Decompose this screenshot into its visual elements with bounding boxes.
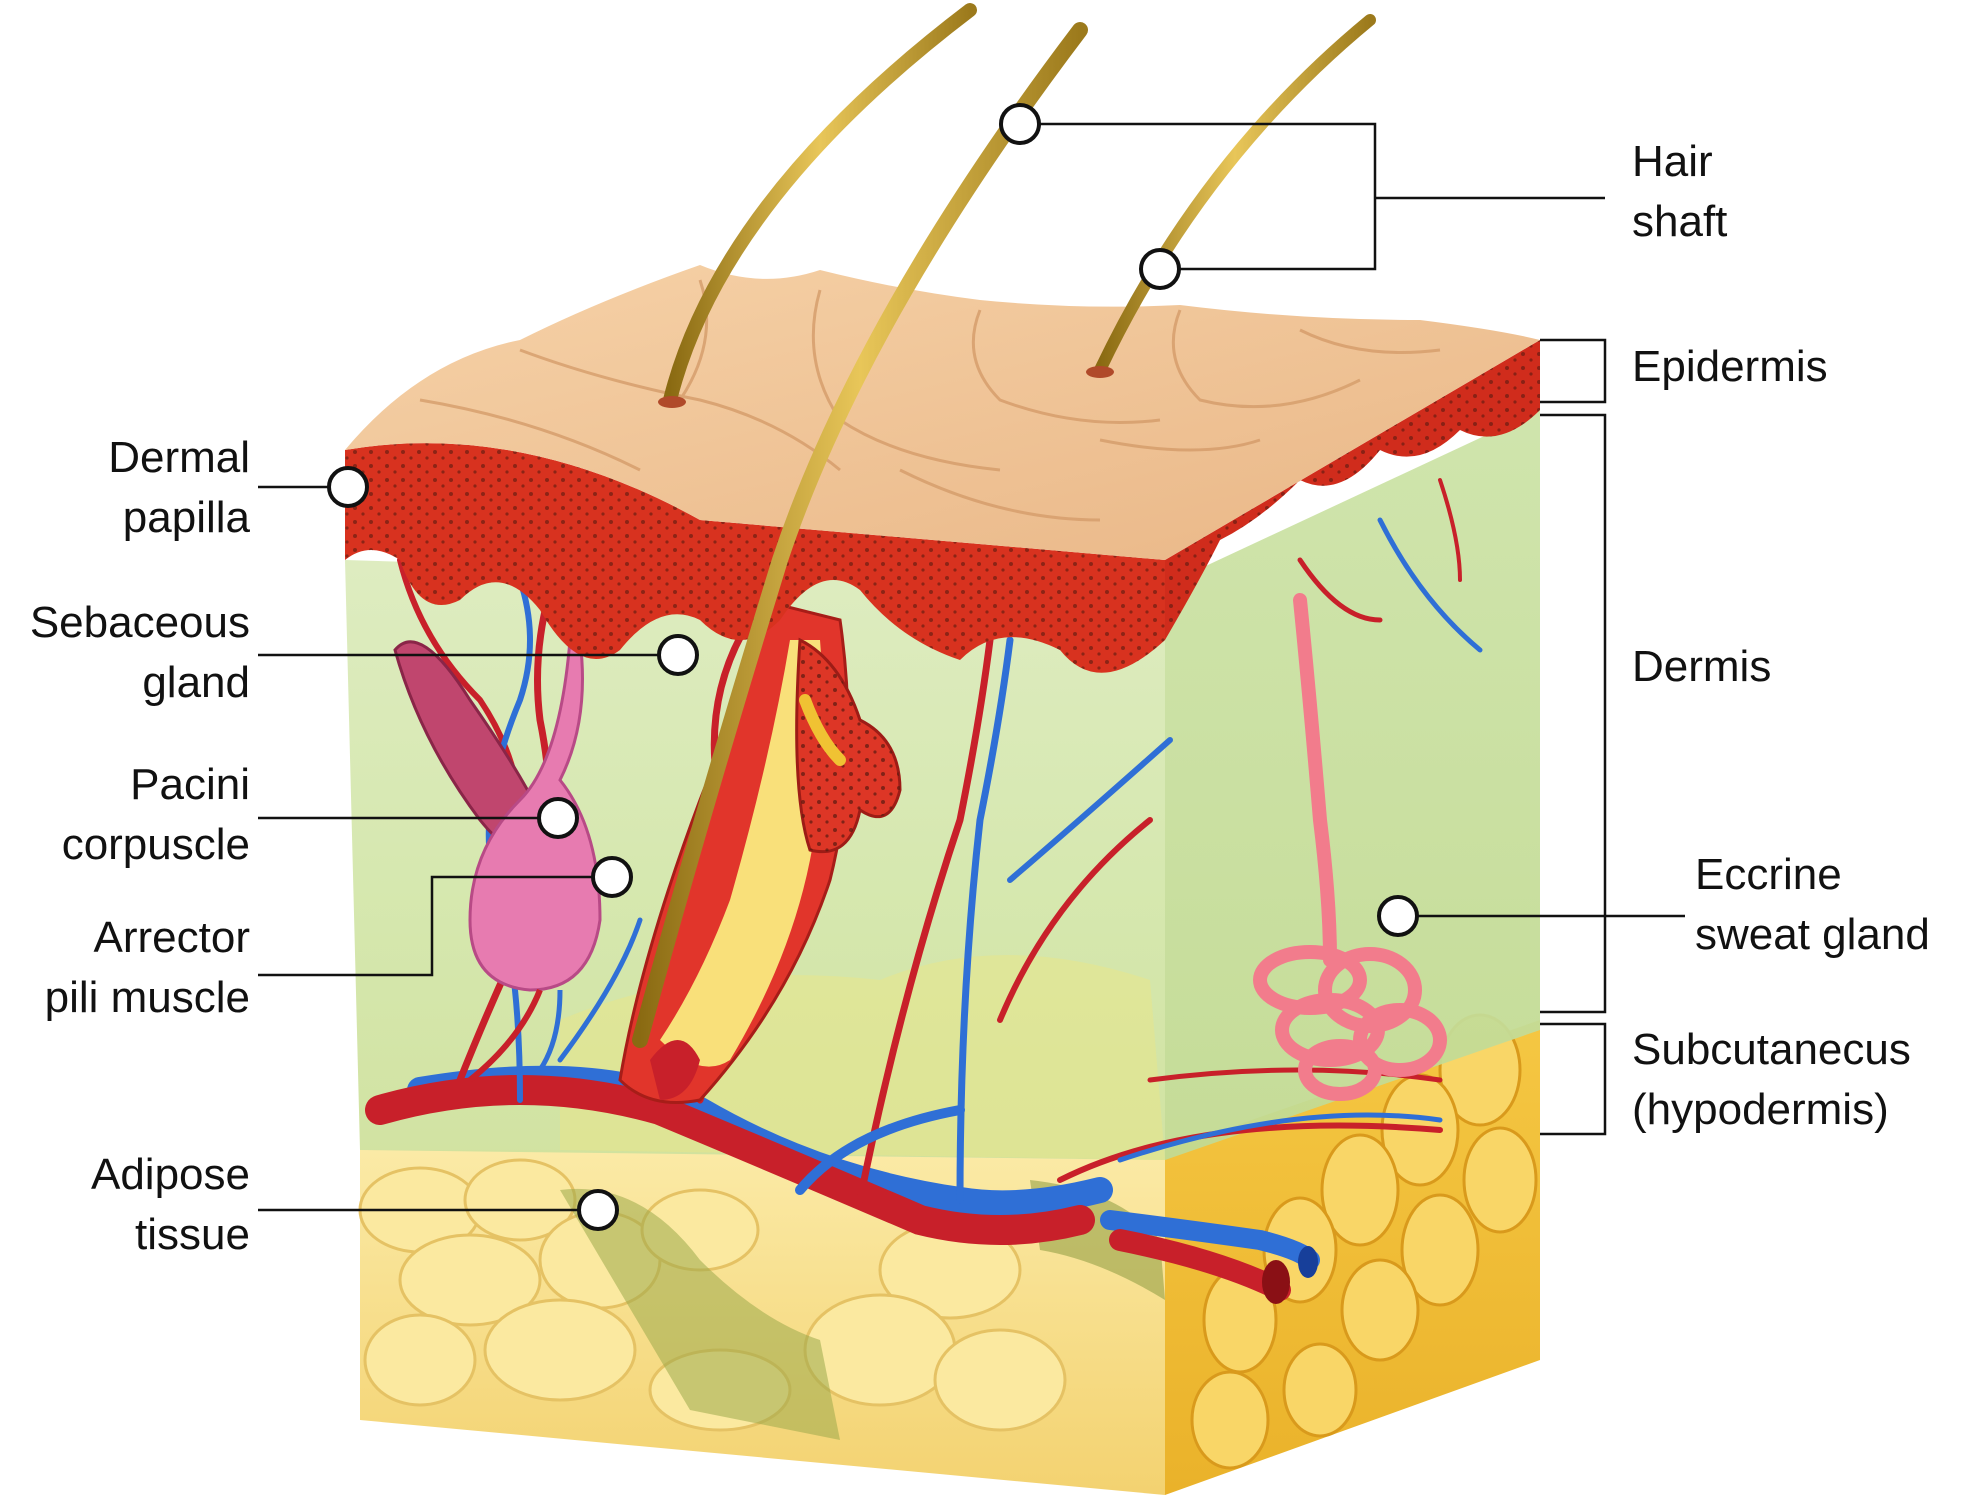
skin-surface bbox=[345, 265, 1540, 560]
marker-arrector-pili bbox=[591, 856, 633, 898]
leader-lines bbox=[258, 122, 1685, 1212]
pacini-corpuscle bbox=[468, 638, 602, 1083]
marker-hair-shaft-1 bbox=[999, 103, 1041, 145]
label-dermis: Dermis bbox=[1632, 642, 1772, 691]
marker-adipose bbox=[577, 1189, 619, 1231]
marker-sebaceous-gland bbox=[657, 634, 699, 676]
marker-eccrine bbox=[1377, 895, 1419, 937]
label-epidermis: Epidermis bbox=[1632, 342, 1828, 391]
eccrine-sweat-gland bbox=[1253, 593, 1447, 1101]
hairs bbox=[632, 3, 1376, 1048]
marker-dermal-papilla bbox=[327, 466, 369, 508]
marker-hair-shaft-2 bbox=[1139, 248, 1181, 290]
epidermis-band bbox=[345, 340, 1540, 673]
callout-markers bbox=[327, 103, 1419, 1231]
marker-pacini-corpuscle bbox=[537, 797, 579, 839]
sebaceous-gland bbox=[795, 637, 902, 854]
label-subcutaneous: Subcutanecus(hypodermis) bbox=[1632, 1025, 1911, 1134]
